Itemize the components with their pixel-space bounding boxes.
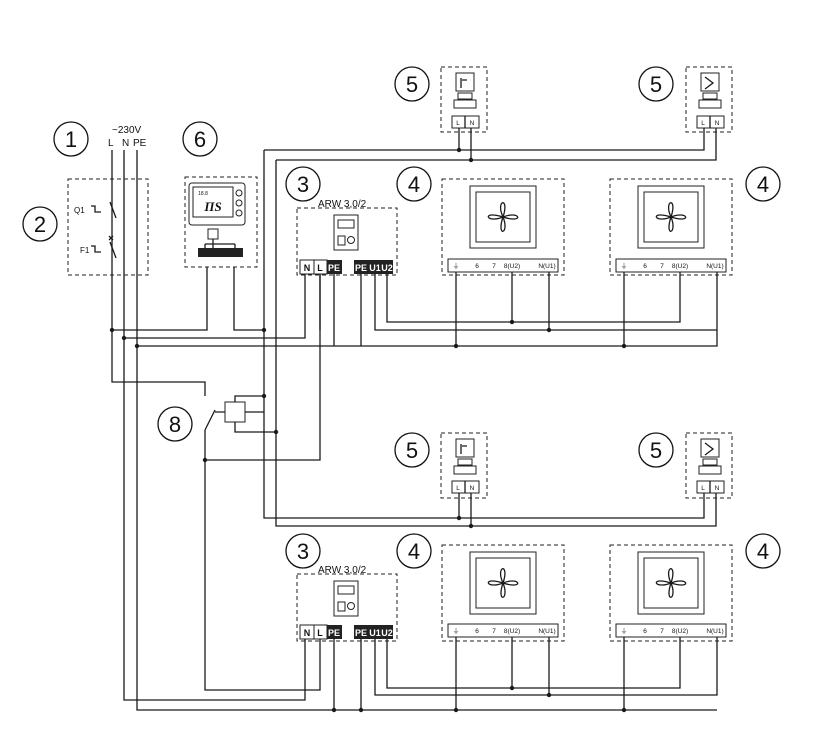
svg-text:PE: PE bbox=[133, 138, 147, 149]
heater-bottom-left: ⏚ 6 7 8(U2) N(U1) bbox=[441, 544, 565, 642]
svg-text:N(U1): N(U1) bbox=[538, 263, 555, 270]
wiring bbox=[109, 128, 718, 713]
svg-text:N: N bbox=[470, 485, 475, 492]
valve-top-right: L N bbox=[685, 66, 733, 133]
svg-text:3: 3 bbox=[297, 172, 309, 197]
svg-text:N: N bbox=[122, 138, 129, 149]
callout-4-bottom-right: 4 bbox=[745, 533, 781, 569]
callout-3-top: 3 bbox=[285, 166, 321, 202]
svg-text:⏚: ⏚ bbox=[621, 262, 628, 270]
callout-5-bottom-right: 5 bbox=[638, 432, 674, 468]
svg-text:N(U1): N(U1) bbox=[706, 628, 723, 635]
svg-text:7: 7 bbox=[492, 628, 496, 635]
thermostat-box: ΠS 18.8 bbox=[184, 176, 258, 268]
svg-text:6: 6 bbox=[475, 628, 479, 635]
svg-text:8(U2): 8(U2) bbox=[672, 628, 688, 635]
svg-text:8: 8 bbox=[169, 412, 181, 437]
svg-text:N(U1): N(U1) bbox=[538, 628, 555, 635]
svg-text:PE: PE bbox=[355, 263, 367, 273]
heater-top-right: ⏚ 6 7 8(U2) N(U1) bbox=[609, 178, 733, 276]
svg-text:4: 4 bbox=[408, 539, 420, 564]
callout-4-top-left: 4 bbox=[396, 166, 432, 202]
svg-text:PE: PE bbox=[328, 628, 340, 638]
supply-labels: ~230V L N PE bbox=[108, 125, 147, 149]
heater-top-left: ⏚ 6 7 8(U2) N(U1) bbox=[441, 178, 565, 276]
svg-text:5: 5 bbox=[406, 438, 418, 463]
svg-text:4: 4 bbox=[408, 172, 420, 197]
svg-text:N: N bbox=[304, 263, 311, 273]
callout-5-top-right: 5 bbox=[638, 66, 674, 102]
svg-text:8(U2): 8(U2) bbox=[504, 263, 520, 270]
callout-5-top-left: 5 bbox=[394, 66, 430, 102]
svg-text:Q1: Q1 bbox=[74, 206, 85, 215]
svg-text:L: L bbox=[317, 628, 323, 638]
svg-text:4: 4 bbox=[757, 539, 769, 564]
svg-text:~230V: ~230V bbox=[112, 125, 142, 136]
svg-text:2: 2 bbox=[34, 212, 46, 237]
svg-text:N: N bbox=[304, 628, 311, 638]
svg-text:PE: PE bbox=[355, 628, 367, 638]
svg-text:7: 7 bbox=[492, 263, 496, 270]
svg-text:⏚: ⏚ bbox=[621, 627, 628, 635]
svg-text:4: 4 bbox=[757, 172, 769, 197]
callout-4-bottom-left: 4 bbox=[396, 533, 432, 569]
controller-top: ARW 3,0/2 N L PE PE U1 U2 bbox=[296, 199, 398, 276]
valve-bottom-left: L N bbox=[440, 432, 488, 499]
callout-8: 8 bbox=[157, 406, 193, 442]
callout-5-bottom-left: 5 bbox=[394, 432, 430, 468]
svg-text:6: 6 bbox=[475, 263, 479, 270]
svg-text:N: N bbox=[715, 120, 720, 127]
svg-text:5: 5 bbox=[406, 72, 418, 97]
svg-text:3: 3 bbox=[297, 539, 309, 564]
svg-text:5: 5 bbox=[650, 438, 662, 463]
svg-text:L: L bbox=[108, 138, 114, 149]
valve-bottom-right: L N bbox=[685, 432, 733, 499]
svg-text:U2: U2 bbox=[381, 628, 393, 638]
callout-3-bottom: 3 bbox=[285, 533, 321, 569]
svg-text:8(U2): 8(U2) bbox=[672, 263, 688, 270]
callout-2: 2 bbox=[22, 206, 58, 242]
callout-4-top-right: 4 bbox=[745, 166, 781, 202]
svg-text:⏚: ⏚ bbox=[453, 627, 460, 635]
svg-text:6: 6 bbox=[643, 263, 647, 270]
svg-text:1: 1 bbox=[65, 127, 77, 152]
svg-text:7: 7 bbox=[660, 263, 664, 270]
svg-text:L: L bbox=[456, 485, 460, 492]
heater-bottom-right: ⏚ 6 7 8(U2) N(U1) bbox=[609, 544, 733, 642]
svg-text:ARW 3,0/2: ARW 3,0/2 bbox=[318, 199, 367, 210]
svg-text:L: L bbox=[701, 120, 705, 127]
svg-text:ARW 3,0/2: ARW 3,0/2 bbox=[318, 565, 367, 576]
svg-text:5: 5 bbox=[650, 72, 662, 97]
svg-text:F1: F1 bbox=[80, 246, 90, 255]
svg-text:PE: PE bbox=[328, 263, 340, 273]
controller-bottom: ARW 3,0/2 N L PE PE U1 U2 bbox=[296, 565, 398, 642]
svg-text:7: 7 bbox=[660, 628, 664, 635]
svg-text:U1: U1 bbox=[369, 263, 381, 273]
valve-top-left: L N bbox=[440, 66, 488, 133]
svg-text:6: 6 bbox=[643, 628, 647, 635]
svg-text:L: L bbox=[701, 485, 705, 492]
breaker-box: Q1 F1 bbox=[67, 178, 149, 276]
svg-text:18.8: 18.8 bbox=[198, 191, 208, 197]
callout-1: 1 bbox=[53, 121, 89, 157]
svg-text:8(U2): 8(U2) bbox=[504, 628, 520, 635]
svg-text:⏚: ⏚ bbox=[453, 262, 460, 270]
svg-text:N: N bbox=[715, 485, 720, 492]
svg-text:U2: U2 bbox=[381, 263, 393, 273]
svg-text:U1: U1 bbox=[369, 628, 381, 638]
svg-text:L: L bbox=[456, 120, 460, 127]
relay bbox=[204, 401, 246, 431]
callout-6: 6 bbox=[182, 121, 218, 157]
svg-text:N(U1): N(U1) bbox=[706, 263, 723, 270]
svg-text:L: L bbox=[317, 263, 323, 273]
thermostat-display: ΠS bbox=[203, 199, 221, 214]
svg-text:6: 6 bbox=[194, 127, 206, 152]
svg-text:N: N bbox=[470, 120, 475, 127]
